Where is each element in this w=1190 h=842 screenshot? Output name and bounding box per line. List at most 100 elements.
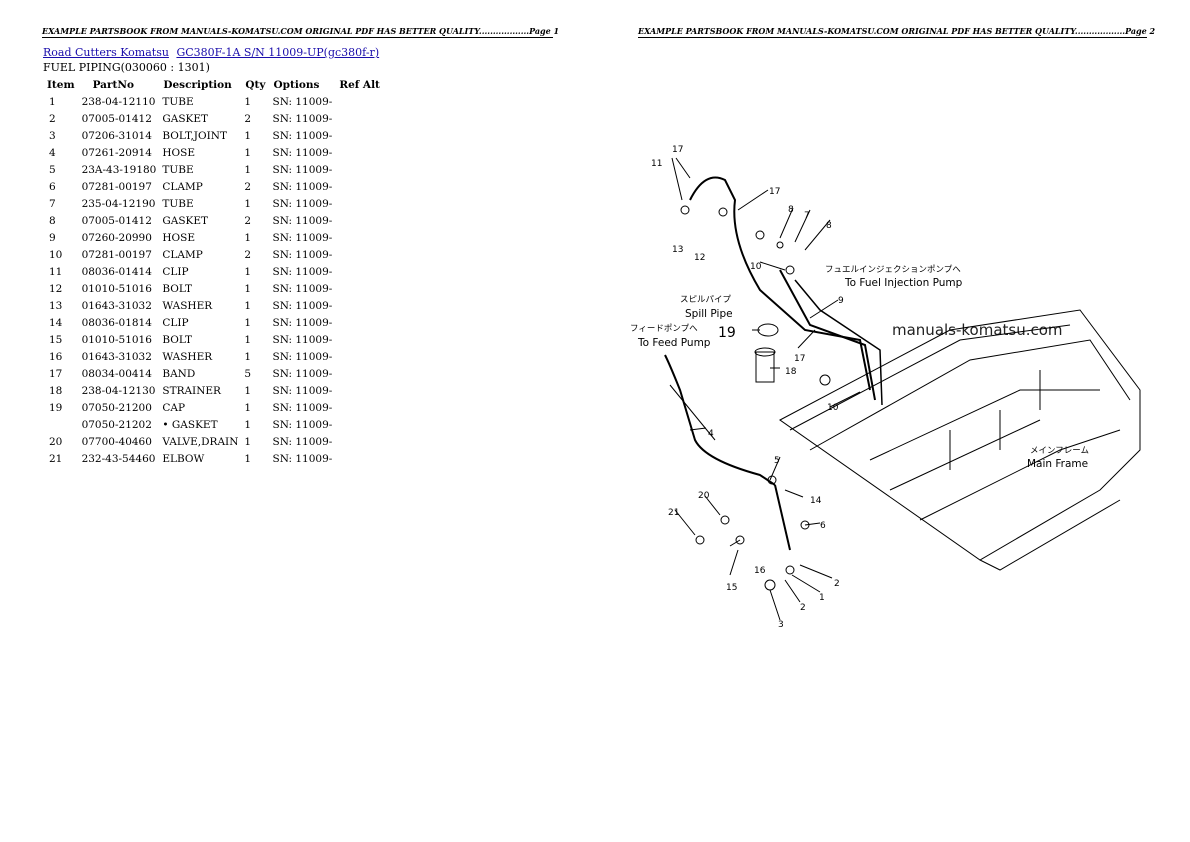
table-cell-description: HOSE bbox=[162, 146, 195, 159]
callout-label: 17 bbox=[769, 187, 780, 197]
table-cell-options: SN: 11009- bbox=[272, 112, 333, 125]
main-frame-outline bbox=[779, 309, 1141, 561]
table-cell-item: 9 bbox=[49, 231, 56, 244]
table-cell-qty: 1 bbox=[244, 418, 252, 431]
callout-label: 14 bbox=[810, 496, 822, 506]
table-cell-description: BAND bbox=[162, 367, 196, 380]
table-cell-qty: 1 bbox=[244, 265, 252, 278]
tube-7 bbox=[779, 269, 876, 401]
table-cell-item: 5 bbox=[49, 163, 56, 176]
table-cell-partno: 07005-01412 bbox=[81, 112, 152, 125]
breadcrumb-link-model[interactable]: GC380F-1A S/N 11009-UP(gc380f-r) bbox=[176, 46, 380, 59]
table-cell-options: SN: 11009- bbox=[272, 435, 333, 448]
table-cell-partno: 07050-21202 bbox=[81, 418, 152, 431]
callout-label: 10 bbox=[827, 403, 839, 413]
table-cell-description: BOLT bbox=[162, 282, 193, 295]
table-cell-options: SN: 11009- bbox=[272, 265, 333, 278]
table-cell-ref-alt bbox=[335, 263, 384, 280]
table-cell-partno: 07206-31014 bbox=[81, 129, 152, 142]
callout-label: 17 bbox=[794, 354, 805, 364]
table-cell-ref-alt bbox=[335, 195, 384, 212]
table-cell-ref-alt bbox=[335, 450, 384, 467]
table-cell-description: CLIP bbox=[162, 265, 189, 278]
table-row: 9 07260-20990 HOSE 1 SN: 11009- bbox=[43, 229, 384, 246]
table-header-row: Item PartNo Description Qty Options Ref … bbox=[43, 77, 384, 93]
annotation-jp-spill-pipe: スピルパイプ bbox=[680, 295, 732, 305]
table-cell-description: HOSE bbox=[162, 231, 195, 244]
table-cell-description: CAP bbox=[162, 401, 186, 414]
table-cell-qty: 1 bbox=[244, 435, 252, 448]
bolt-joint-3 bbox=[764, 579, 776, 591]
table-cell-qty: 1 bbox=[244, 129, 252, 142]
page-2-header: EXAMPLE PARTSBOOK FROM MANUALS-KOMATSU.C… bbox=[638, 26, 1156, 38]
table-cell-qty: 1 bbox=[244, 231, 252, 244]
table-cell-item: 10 bbox=[49, 248, 63, 261]
breadcrumb-link-road-cutters[interactable]: Road Cutters Komatsu bbox=[43, 46, 169, 59]
table-cell-options: SN: 11009- bbox=[272, 146, 333, 159]
table-cell-ref-alt bbox=[335, 246, 384, 263]
table-cell-partno: 08036-01814 bbox=[81, 316, 152, 329]
table-cell-item: 7 bbox=[49, 197, 56, 210]
table-cell-description: ELBOW bbox=[162, 452, 205, 465]
table-cell-partno: 08034-00414 bbox=[81, 367, 152, 380]
table-cell-options: SN: 11009- bbox=[272, 163, 333, 176]
table-cell-ref-alt bbox=[335, 229, 384, 246]
table-cell-options: SN: 11009- bbox=[272, 401, 333, 414]
annotation-jp-injection: フュエルインジェクションポンプへ bbox=[825, 265, 961, 275]
table-cell-qty: 1 bbox=[244, 384, 252, 397]
table-cell-item: 14 bbox=[49, 316, 63, 329]
table-cell-qty: 2 bbox=[244, 248, 252, 261]
table-cell-ref-alt bbox=[335, 127, 384, 144]
table-cell-partno: 07050-21200 bbox=[81, 401, 152, 414]
column-header-description: Description bbox=[163, 78, 232, 91]
callout-label: 7 bbox=[804, 211, 810, 221]
section-title: FUEL PIPING(030060 : 1301) bbox=[43, 61, 210, 74]
callout-label: 18 bbox=[785, 367, 797, 377]
table-cell-item bbox=[43, 416, 79, 433]
table-cell-description: WASHER bbox=[162, 299, 213, 312]
table-cell-description: CLIP bbox=[162, 316, 189, 329]
table-cell-partno: 07260-20990 bbox=[81, 231, 152, 244]
table-cell-partno: 01643-31032 bbox=[81, 299, 152, 312]
table-cell-options: SN: 11009- bbox=[272, 248, 333, 261]
table-cell-item: 8 bbox=[49, 214, 56, 227]
table-cell-description: TUBE bbox=[162, 95, 194, 108]
table-cell-ref-alt bbox=[335, 331, 384, 348]
callout-label: 11 bbox=[651, 159, 662, 169]
annotation-to-feed-pump: To Feed Pump bbox=[637, 337, 711, 349]
table-cell-ref-alt bbox=[335, 382, 384, 399]
callout-label: 3 bbox=[778, 620, 784, 630]
table-cell-qty: 1 bbox=[244, 197, 252, 210]
page-1-header: EXAMPLE PARTSBOOK FROM MANUALS-KOMATSU.C… bbox=[42, 26, 560, 38]
annotation-to-fuel-injection-pump: To Fuel Injection Pump bbox=[844, 277, 963, 289]
parts-table: Item PartNo Description Qty Options Ref … bbox=[43, 77, 384, 467]
watermark: manuals-komatsu.com bbox=[892, 321, 1063, 339]
table-cell-ref-alt bbox=[335, 212, 384, 229]
table-cell-qty: 1 bbox=[244, 401, 252, 414]
table-cell-qty: 2 bbox=[244, 112, 252, 125]
callout-label: 15 bbox=[726, 583, 737, 593]
annotation-main-frame: Main Frame bbox=[1027, 458, 1088, 470]
callout-label: 16 bbox=[754, 566, 766, 576]
callout-label: 21 bbox=[668, 508, 679, 518]
table-cell-options: SN: 11009- bbox=[272, 231, 333, 244]
table-cell-description: BOLT bbox=[162, 333, 193, 346]
table-cell-description: STRAINER bbox=[162, 384, 221, 397]
table-cell-options: SN: 11009- bbox=[272, 197, 333, 210]
table-cell-description: GASKET bbox=[162, 112, 209, 125]
table-cell-description: CLAMP bbox=[162, 248, 203, 261]
table-cell-options: SN: 11009- bbox=[272, 452, 333, 465]
table-cell-qty: 1 bbox=[244, 95, 252, 108]
callout-label: 10 bbox=[750, 262, 762, 272]
